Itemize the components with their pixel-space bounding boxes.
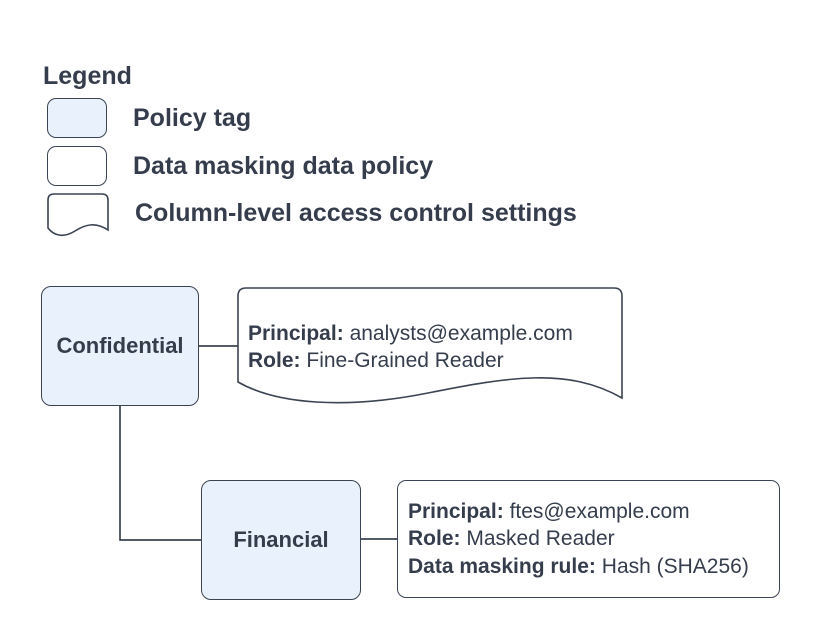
data-masking-policy-swatch — [47, 146, 107, 186]
legend-item-label: Column-level access control settings — [135, 199, 577, 227]
policy-line: Role:Masked Reader — [408, 527, 615, 551]
financial-policy-tag-node: Financial — [201, 480, 361, 600]
legend-item-data-masking-policy: Data masking data policy — [47, 146, 433, 186]
policy-line: Data masking rule:Hash (SHA256) — [408, 554, 749, 578]
connector-confidential-to-financial — [119, 406, 201, 541]
confidential-access-settings-doc: Principal:analysts@example.com Role:Fine… — [237, 287, 623, 413]
financial-data-policy-box: Principal:ftes@example.com Role:Masked R… — [397, 480, 780, 598]
policy-line: Role:Fine-Grained Reader — [248, 349, 504, 372]
policy-line: Principal:ftes@example.com — [408, 499, 690, 523]
column-access-settings-swatch — [47, 193, 109, 237]
legend-item-label: Data masking data policy — [133, 151, 434, 180]
access-settings-text: Principal:analysts@example.com Role:Fine… — [248, 320, 573, 374]
legend-item-column-access-settings: Column-level access control settings — [47, 193, 577, 240]
legend-item-policy-tag: Policy tag — [47, 98, 251, 138]
node-label: Confidential — [56, 333, 184, 358]
legend-title: Legend — [43, 62, 132, 90]
document-shape — [237, 287, 623, 404]
policy-tag-swatch — [47, 98, 107, 138]
policy-line: Principal:analysts@example.com — [248, 322, 573, 345]
legend-item-label: Policy tag — [133, 103, 252, 132]
node-label: Financial — [233, 527, 329, 552]
confidential-policy-tag-node: Confidential — [41, 286, 199, 406]
